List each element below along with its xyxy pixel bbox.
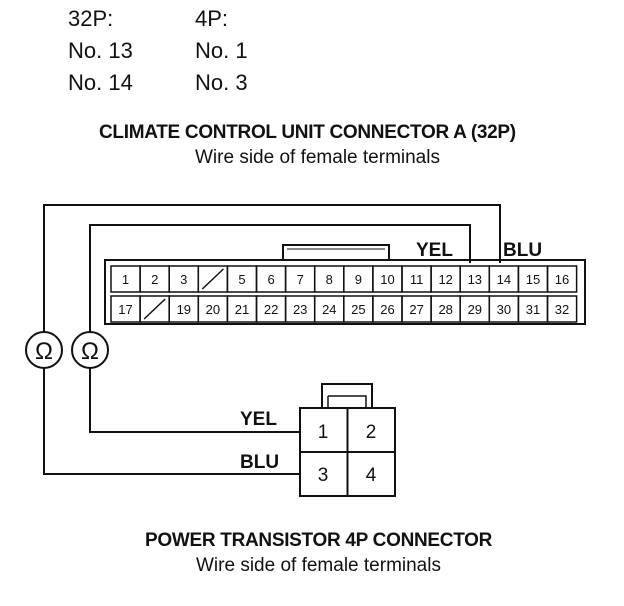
connector-a-pin-3: 3: [180, 272, 187, 287]
wire-blu-pin14-to-meter-left: [43, 204, 501, 332]
connector-b-pin-3: 3: [318, 465, 329, 486]
connector-a-pin-21: 21: [235, 302, 249, 317]
pin-table-row1-4p: No. 1: [195, 38, 248, 63]
connector-a-blank-cavity-top: [201, 268, 224, 290]
connector-a-blank-cavity-bottom: [143, 298, 166, 320]
connector-a-pin-30: 30: [497, 302, 511, 317]
connector-a-cell-top-16: [546, 265, 578, 293]
connector-b-subtitle: Wire side of female terminals: [196, 555, 441, 576]
connector-a-pin-24: 24: [322, 302, 336, 317]
connector-a-lock-tab: [282, 244, 390, 260]
connector-a-pin-17: 17: [118, 302, 132, 317]
connector-a-pin-8: 8: [326, 272, 333, 287]
connector-a-pin-2: 2: [151, 272, 158, 287]
connector-a-pin-26: 26: [380, 302, 394, 317]
connector-a-pin-7: 7: [297, 272, 304, 287]
pin-table-row2-4p: No. 3: [195, 70, 248, 95]
connector-a-pin-14: 14: [497, 272, 511, 287]
connector-b-yel-label: YEL: [240, 409, 277, 430]
wire-meter-left-to-pin3: [43, 368, 300, 475]
connector-a-body: [104, 259, 586, 325]
wire-meter-right-to-pin1: [89, 368, 300, 433]
connector-a-subtitle: Wire side of female terminals: [195, 147, 440, 168]
ohmmeter-left: [25, 331, 63, 369]
connector-b-title: POWER TRANSISTOR 4P CONNECTOR: [145, 530, 493, 551]
pin-table-header-4p: 4P:: [195, 6, 229, 31]
connector-a-pin-28: 28: [438, 302, 452, 317]
connector-a-pin-19: 19: [177, 302, 191, 317]
connector-a-pin-11: 11: [410, 272, 424, 287]
connector-a-pin-10: 10: [380, 272, 394, 287]
ohm-symbol-right: Ω: [81, 338, 99, 365]
connector-a-pin-25: 25: [351, 302, 365, 317]
connector-b-pin-4: 4: [366, 465, 377, 486]
connector-b-pin-2: 2: [366, 422, 377, 443]
connector-a-pin-15: 15: [526, 272, 540, 287]
ohm-symbol-left: Ω: [35, 338, 53, 365]
connector-b-pin-1: 1: [318, 422, 329, 443]
connector-a-yel-label: YEL: [416, 240, 453, 261]
connector-a-pin-20: 20: [206, 302, 220, 317]
connector-a-pin-27: 27: [409, 302, 423, 317]
connector-a-pin-6: 6: [267, 272, 274, 287]
connector-a-pin-12: 12: [438, 272, 452, 287]
connector-a-pin-23: 23: [293, 302, 307, 317]
connector-a-pin-9: 9: [355, 272, 362, 287]
connector-a-pin-32: 32: [555, 302, 569, 317]
wire-yel-pin13-to-meter-right: [89, 224, 471, 332]
connector-a-title: CLIMATE CONTROL UNIT CONNECTOR A (32P): [99, 122, 516, 143]
ohmmeter-right: [71, 331, 109, 369]
connector-b-lock-tab: [321, 383, 373, 408]
connector-a-pin-1: 1: [122, 272, 129, 287]
connector-a-pin-22: 22: [264, 302, 278, 317]
connector-b-blu-label: BLU: [240, 452, 279, 473]
connector-a-pin-5: 5: [238, 272, 245, 287]
connector-a-pin-31: 31: [526, 302, 540, 317]
connector-a-pin-29: 29: [468, 302, 482, 317]
connector-a-pin-13: 13: [468, 272, 482, 287]
connector-a-pin-16: 16: [555, 272, 569, 287]
connector-a-blu-label: BLU: [503, 240, 542, 261]
pin-table-row2-32p: No. 14: [68, 70, 133, 95]
pin-table-row1-32p: No. 13: [68, 38, 133, 63]
connector-a-cell-bottom-16: [546, 295, 578, 323]
pin-table-header-32p: 32P:: [68, 6, 114, 31]
